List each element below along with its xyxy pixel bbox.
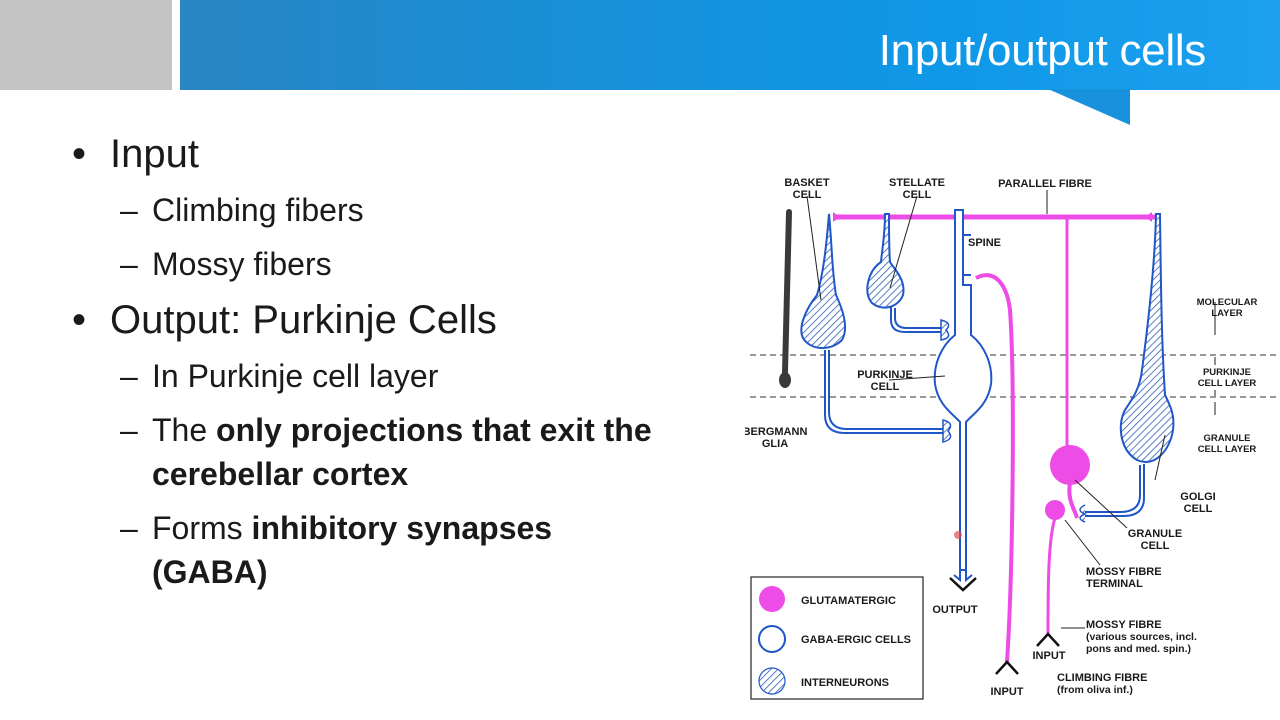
label-mossy-fibre: (various sources, incl.: [1086, 631, 1197, 643]
label-parallel-fibre: PARALLEL FIBRE: [998, 178, 1092, 190]
header-gray-block: [0, 0, 172, 90]
label-mossy-fibre: MOSSY FIBRE: [1086, 619, 1162, 631]
label-mossy-fibre: pons and med. spin.): [1086, 643, 1191, 655]
sub-bullet-layer: – In Purkinje cell layer: [72, 354, 752, 398]
bullet-output: • Output: Purkinje Cells: [72, 296, 752, 344]
label-molecular-layer: LAYER: [1211, 308, 1242, 319]
stellate-cell: [866, 213, 950, 341]
label-input-climbing: INPUT: [991, 686, 1024, 698]
legend-glut-swatch: [759, 586, 785, 612]
purkinje-cell: [933, 209, 993, 592]
bullet-dash: –: [120, 358, 138, 394]
label-stellate: STELLATE: [889, 177, 945, 189]
label-bergmann-glia: GLIA: [762, 438, 788, 450]
bullet-list: • Input – Climbing fibers – Mossy fibers…: [72, 130, 752, 604]
header-tab-accent: [1048, 89, 1130, 125]
basket-cell: [800, 213, 952, 443]
label-granule-cell: CELL: [1141, 540, 1170, 552]
sub-bullet-text: In Purkinje cell layer: [152, 358, 439, 394]
bullet-input: • Input: [72, 130, 752, 178]
sub-bullet-inhibitory: – Forms inhibitory synapses (GABA): [72, 506, 752, 594]
label-granule-layer: GRANULE: [1204, 433, 1251, 444]
sub-bullet-bold: inhibitory synapses: [251, 510, 553, 546]
label-spine: SPINE: [968, 237, 1001, 249]
sub-bullet-mossy: – Mossy fibers: [72, 242, 752, 286]
label-bergmann-glia: BERGMANN: [745, 426, 807, 438]
sub-bullet-bold: (GABA): [152, 554, 268, 590]
label-golgi-cell: CELL: [1184, 503, 1213, 515]
diagram-legend: GLUTAMATERGIC GABA-ERGIC CELLS INTERNEUR…: [750, 576, 924, 700]
legend-inter-label: INTERNEURONS: [801, 677, 889, 689]
label-basket: CELL: [793, 189, 822, 201]
legend-glut-label: GLUTAMATERGIC: [801, 595, 896, 607]
sub-bullet-climbing: – Climbing fibers: [72, 188, 752, 232]
label-mossy-terminal: MOSSY FIBRE: [1086, 566, 1162, 578]
bullet-text: Input: [110, 132, 199, 176]
mossy-fibre: [1036, 500, 1065, 647]
label-basket: BASKET: [784, 177, 830, 189]
label-purkinje-cell: PURKINJE: [857, 369, 913, 381]
bullet-dot: •: [72, 298, 87, 342]
granule-cell: [1050, 217, 1090, 519]
sub-bullet-text: The: [152, 412, 217, 448]
bullet-dash: –: [120, 510, 138, 546]
parallel-fibre: [833, 212, 1160, 222]
label-purkinje-layer: PURKINJE: [1203, 367, 1251, 378]
label-output: OUTPUT: [932, 604, 978, 616]
label-mossy-terminal: TERMINAL: [1086, 578, 1143, 590]
label-purkinje-layer: CELL LAYER: [1198, 378, 1257, 389]
bergmann-glia: [779, 209, 792, 388]
climbing-fibre: [975, 273, 1019, 675]
sub-bullet-text: Climbing fibers: [152, 192, 364, 228]
label-granule-cell: GRANULE: [1128, 528, 1182, 540]
label-stellate: CELL: [903, 189, 932, 201]
legend-gaba-swatch: [758, 625, 786, 653]
bullet-dash: –: [120, 412, 138, 448]
header-blue-band: [180, 0, 1280, 90]
label-input-mossy: INPUT: [1033, 650, 1066, 662]
sub-bullet-text: Mossy fibers: [152, 246, 332, 282]
label-golgi-cell: GOLGI: [1180, 491, 1215, 503]
bullet-text: Output: Purkinje Cells: [110, 298, 497, 342]
leader-lines: [806, 190, 1216, 629]
golgi-cell: [1079, 213, 1175, 523]
label-granule-layer: CELL LAYER: [1198, 444, 1257, 455]
bullet-dash: –: [120, 192, 138, 228]
label-molecular-layer: MOLECULAR: [1197, 297, 1258, 308]
sub-bullet-bold: cerebellar cortex: [152, 456, 409, 492]
legend-inter-swatch: [758, 667, 786, 695]
label-climbing-fibre: CLIMBING FIBRE: [1057, 672, 1147, 684]
legend-gaba-label: GABA-ERGIC CELLS: [801, 634, 911, 646]
sub-bullet-projections: – The only projections that exit the cer…: [72, 408, 752, 496]
slide-title: Input/output cells: [878, 26, 1207, 75]
cerebellar-circuit-diagram: BASKET CELL STELLATE CELL PARALLEL FIBRE…: [745, 177, 1280, 700]
sub-bullet-text: Forms: [152, 510, 252, 546]
label-purkinje-cell: CELL: [871, 381, 900, 393]
bullet-dot: •: [72, 132, 87, 176]
sub-bullet-bold: only projections that exit the: [216, 412, 652, 448]
label-climbing-fibre: (from oliva inf.): [1057, 684, 1133, 696]
bullet-dash: –: [120, 246, 138, 282]
